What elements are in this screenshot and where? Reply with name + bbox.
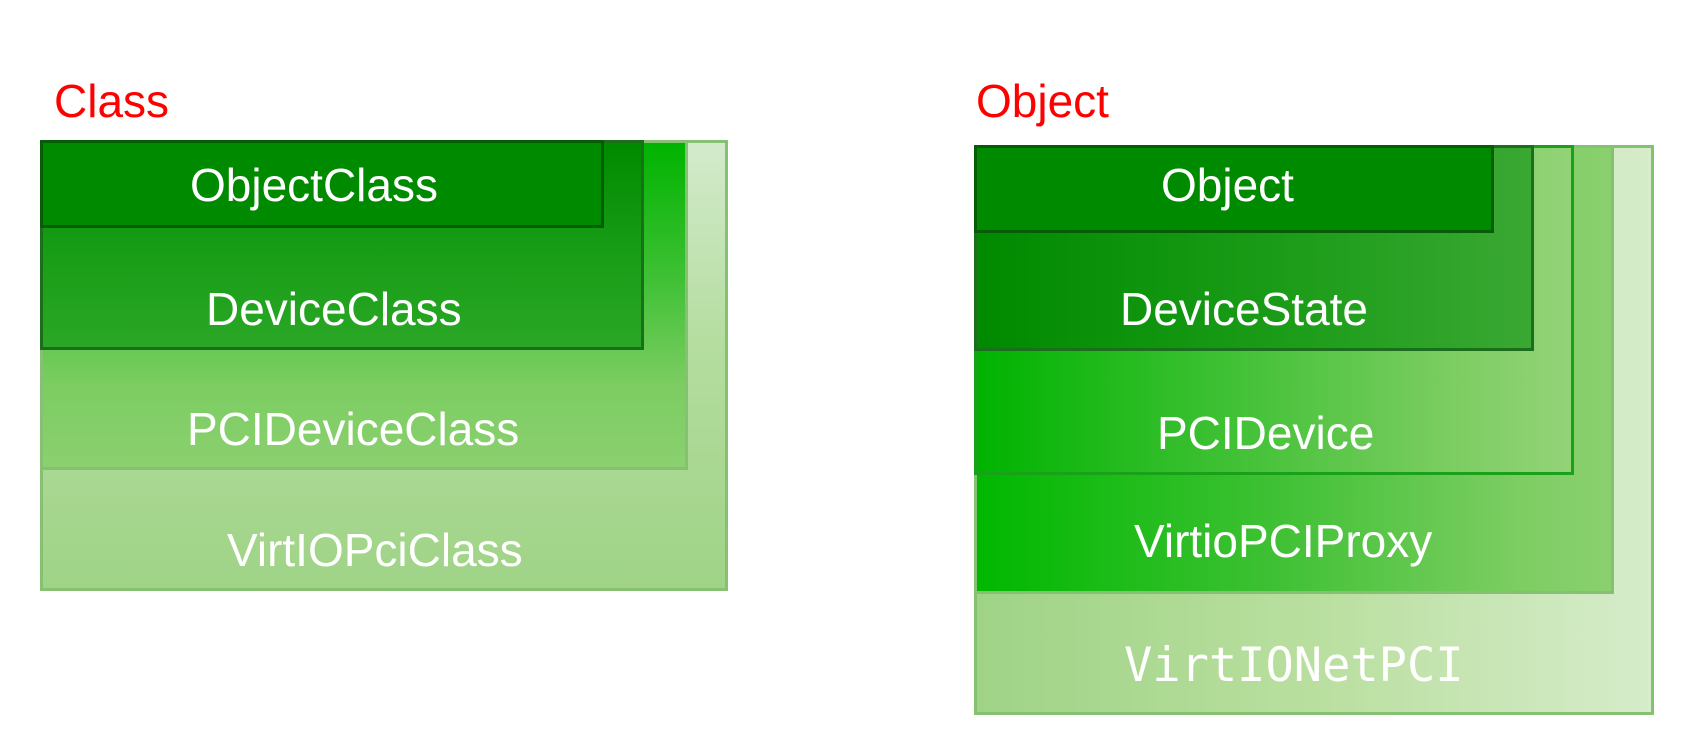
- virtio-pci-class-label: VirtIOPciClass: [227, 524, 523, 576]
- device-class-label: DeviceClass: [206, 283, 462, 335]
- pci-device-class-label: PCIDeviceClass: [187, 403, 520, 455]
- object-label: Object: [1161, 159, 1294, 211]
- device-state-label: DeviceState: [1120, 283, 1369, 335]
- object-class-box: [40, 140, 604, 228]
- virtio-pci-proxy-label: VirtioPCIProxy: [1134, 515, 1433, 567]
- object-title: Object: [976, 75, 1109, 127]
- object-class-label: ObjectClass: [190, 159, 438, 211]
- class-title: Class: [54, 75, 170, 127]
- object-box: [974, 145, 1494, 233]
- pci-device-label: PCIDevice: [1157, 407, 1375, 459]
- virtio-net-pci-label: VirtIONetPCI: [1124, 638, 1464, 693]
